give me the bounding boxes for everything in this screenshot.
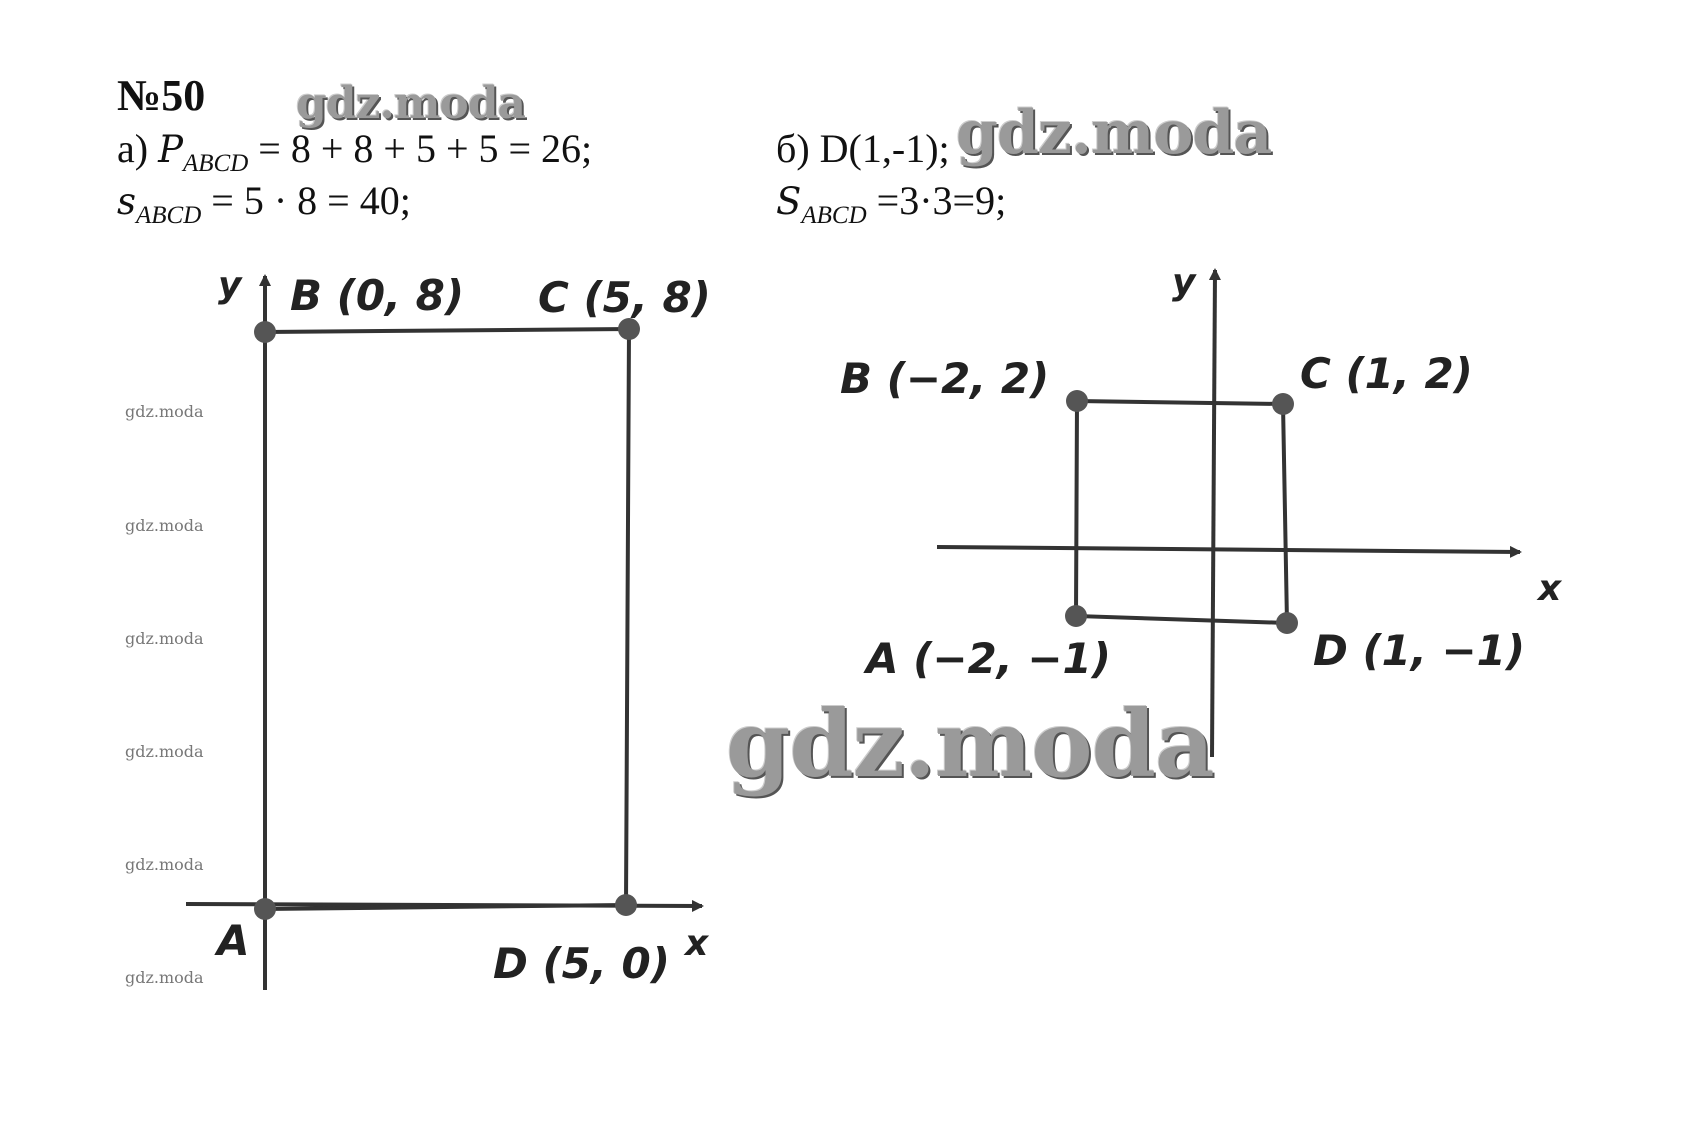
watermark-small-4: gdz.moda: [125, 742, 204, 761]
point-a-b: [1065, 605, 1087, 627]
watermark-small-5: gdz.moda: [125, 855, 204, 874]
figure-a: y x A B (0, 8) C (5, 8) D (5, 0): [185, 265, 711, 990]
problem-number: №50: [117, 71, 206, 120]
point-d-a: [615, 894, 637, 916]
watermark-right: gdz.moda: [956, 98, 1272, 168]
figure-a-label-c: C (5, 8): [538, 273, 711, 322]
figure-b-label-b: B (−2, 2): [840, 354, 1049, 403]
figure-b-label-d: D (1, −1): [1313, 626, 1525, 675]
figure-b-x-label: x: [1536, 568, 1563, 609]
point-c-a: [618, 318, 640, 340]
figure-a-label-b: B (0, 8): [290, 271, 464, 320]
perimeter-expr: = 8 + 8 + 5 + 5 = 26;: [258, 126, 593, 171]
part-b-point-value: D(1,-1);: [819, 126, 950, 171]
area-b-expr: =3·3=9;: [876, 178, 1007, 223]
figure-b-y-axis: [1208, 268, 1221, 758]
perimeter-sub: ABCD: [182, 150, 249, 177]
figure-b: y x A (−2, −1) B (−2, 2) C (1, 2) D (1, …: [840, 262, 1563, 758]
area-a-sub: ABCD: [136, 202, 202, 229]
figure-a-y-label: y: [218, 265, 243, 306]
point-b-b: [1066, 390, 1088, 412]
part-b-prefix: б): [776, 126, 810, 171]
square-abcd-b: [1073, 398, 1290, 626]
part-b-area: SABCD =3·3=9;: [776, 177, 1006, 230]
point-c-b: [1272, 393, 1294, 415]
point-a-a: [254, 898, 276, 920]
area-a-expr: = 5 · 8 = 40;: [211, 178, 411, 223]
watermark-small-1: gdz.moda: [125, 402, 204, 421]
part-a-area: sABCD = 5 · 8 = 40;: [117, 177, 411, 230]
area-b-sub: ABCD: [801, 202, 867, 229]
figure-b-y-label: y: [1172, 262, 1197, 303]
watermark-top: gdz.moda: [296, 78, 526, 129]
point-b-a: [254, 321, 276, 343]
figure-a-label-d: D (5, 0): [493, 939, 670, 988]
perimeter-var: P: [158, 128, 183, 171]
watermark-small-3: gdz.moda: [125, 629, 204, 648]
part-a-prefix: а): [117, 126, 149, 171]
figure-a-label-a: A: [214, 916, 250, 965]
part-a-perimeter: а) PABCD = 8 + 8 + 5 + 5 = 26;: [117, 125, 592, 178]
watermark-small-6: gdz.moda: [125, 968, 204, 987]
area-a-var: s: [117, 180, 136, 223]
point-d-b: [1276, 612, 1298, 634]
area-b-var: S: [776, 180, 802, 223]
figure-b-x-axis: [936, 545, 1522, 558]
watermark-large: gdz.moda: [726, 690, 1215, 798]
part-b-point: б) D(1,-1);: [776, 125, 950, 172]
figure-b-label-a: A (−2, −1): [863, 634, 1111, 683]
rectangle-abcd-a: [263, 326, 632, 912]
figure-b-label-c: C (1, 2): [1300, 349, 1473, 398]
figure-a-x-label: x: [683, 923, 710, 964]
watermark-small-2: gdz.moda: [125, 516, 204, 535]
